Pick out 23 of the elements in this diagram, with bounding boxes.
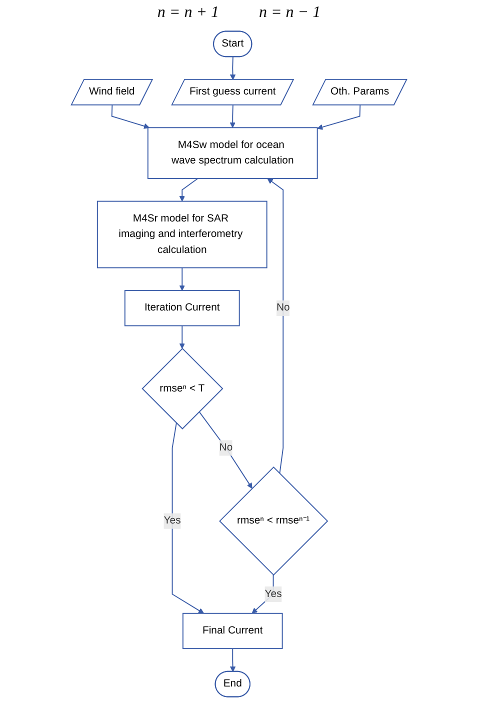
arrow bbox=[230, 104, 236, 128]
node-box: M4Sr model for SAR imaging and interferometry calculation bbox=[96, 200, 268, 268]
arrow bbox=[267, 178, 284, 474]
node-box: Iteration Current bbox=[124, 290, 240, 326]
arrow bbox=[230, 648, 236, 672]
edge-label: Yes bbox=[264, 588, 282, 600]
edge-label: No bbox=[219, 442, 233, 454]
arrow bbox=[179, 178, 198, 202]
arrow bbox=[179, 267, 185, 291]
arrow bbox=[172, 422, 204, 614]
arrow bbox=[198, 411, 252, 489]
arrow bbox=[230, 56, 236, 80]
equation-label: n = n − 1 bbox=[259, 4, 321, 22]
arrow bbox=[317, 104, 361, 130]
edge-label: No bbox=[276, 302, 290, 314]
node-box: M4Sw model for ocean wave spectrum calculation bbox=[147, 127, 318, 179]
node-diamond: rmseⁿ < T bbox=[142, 348, 224, 430]
arrow bbox=[179, 325, 185, 349]
equation-label: n = n + 1 bbox=[157, 4, 219, 22]
node-box: Final Current bbox=[182, 612, 283, 650]
node-diamond: rmseⁿ < rmseⁿ⁻¹ bbox=[219, 466, 328, 576]
arrow bbox=[111, 104, 150, 129]
edge-label: Yes bbox=[164, 515, 181, 526]
